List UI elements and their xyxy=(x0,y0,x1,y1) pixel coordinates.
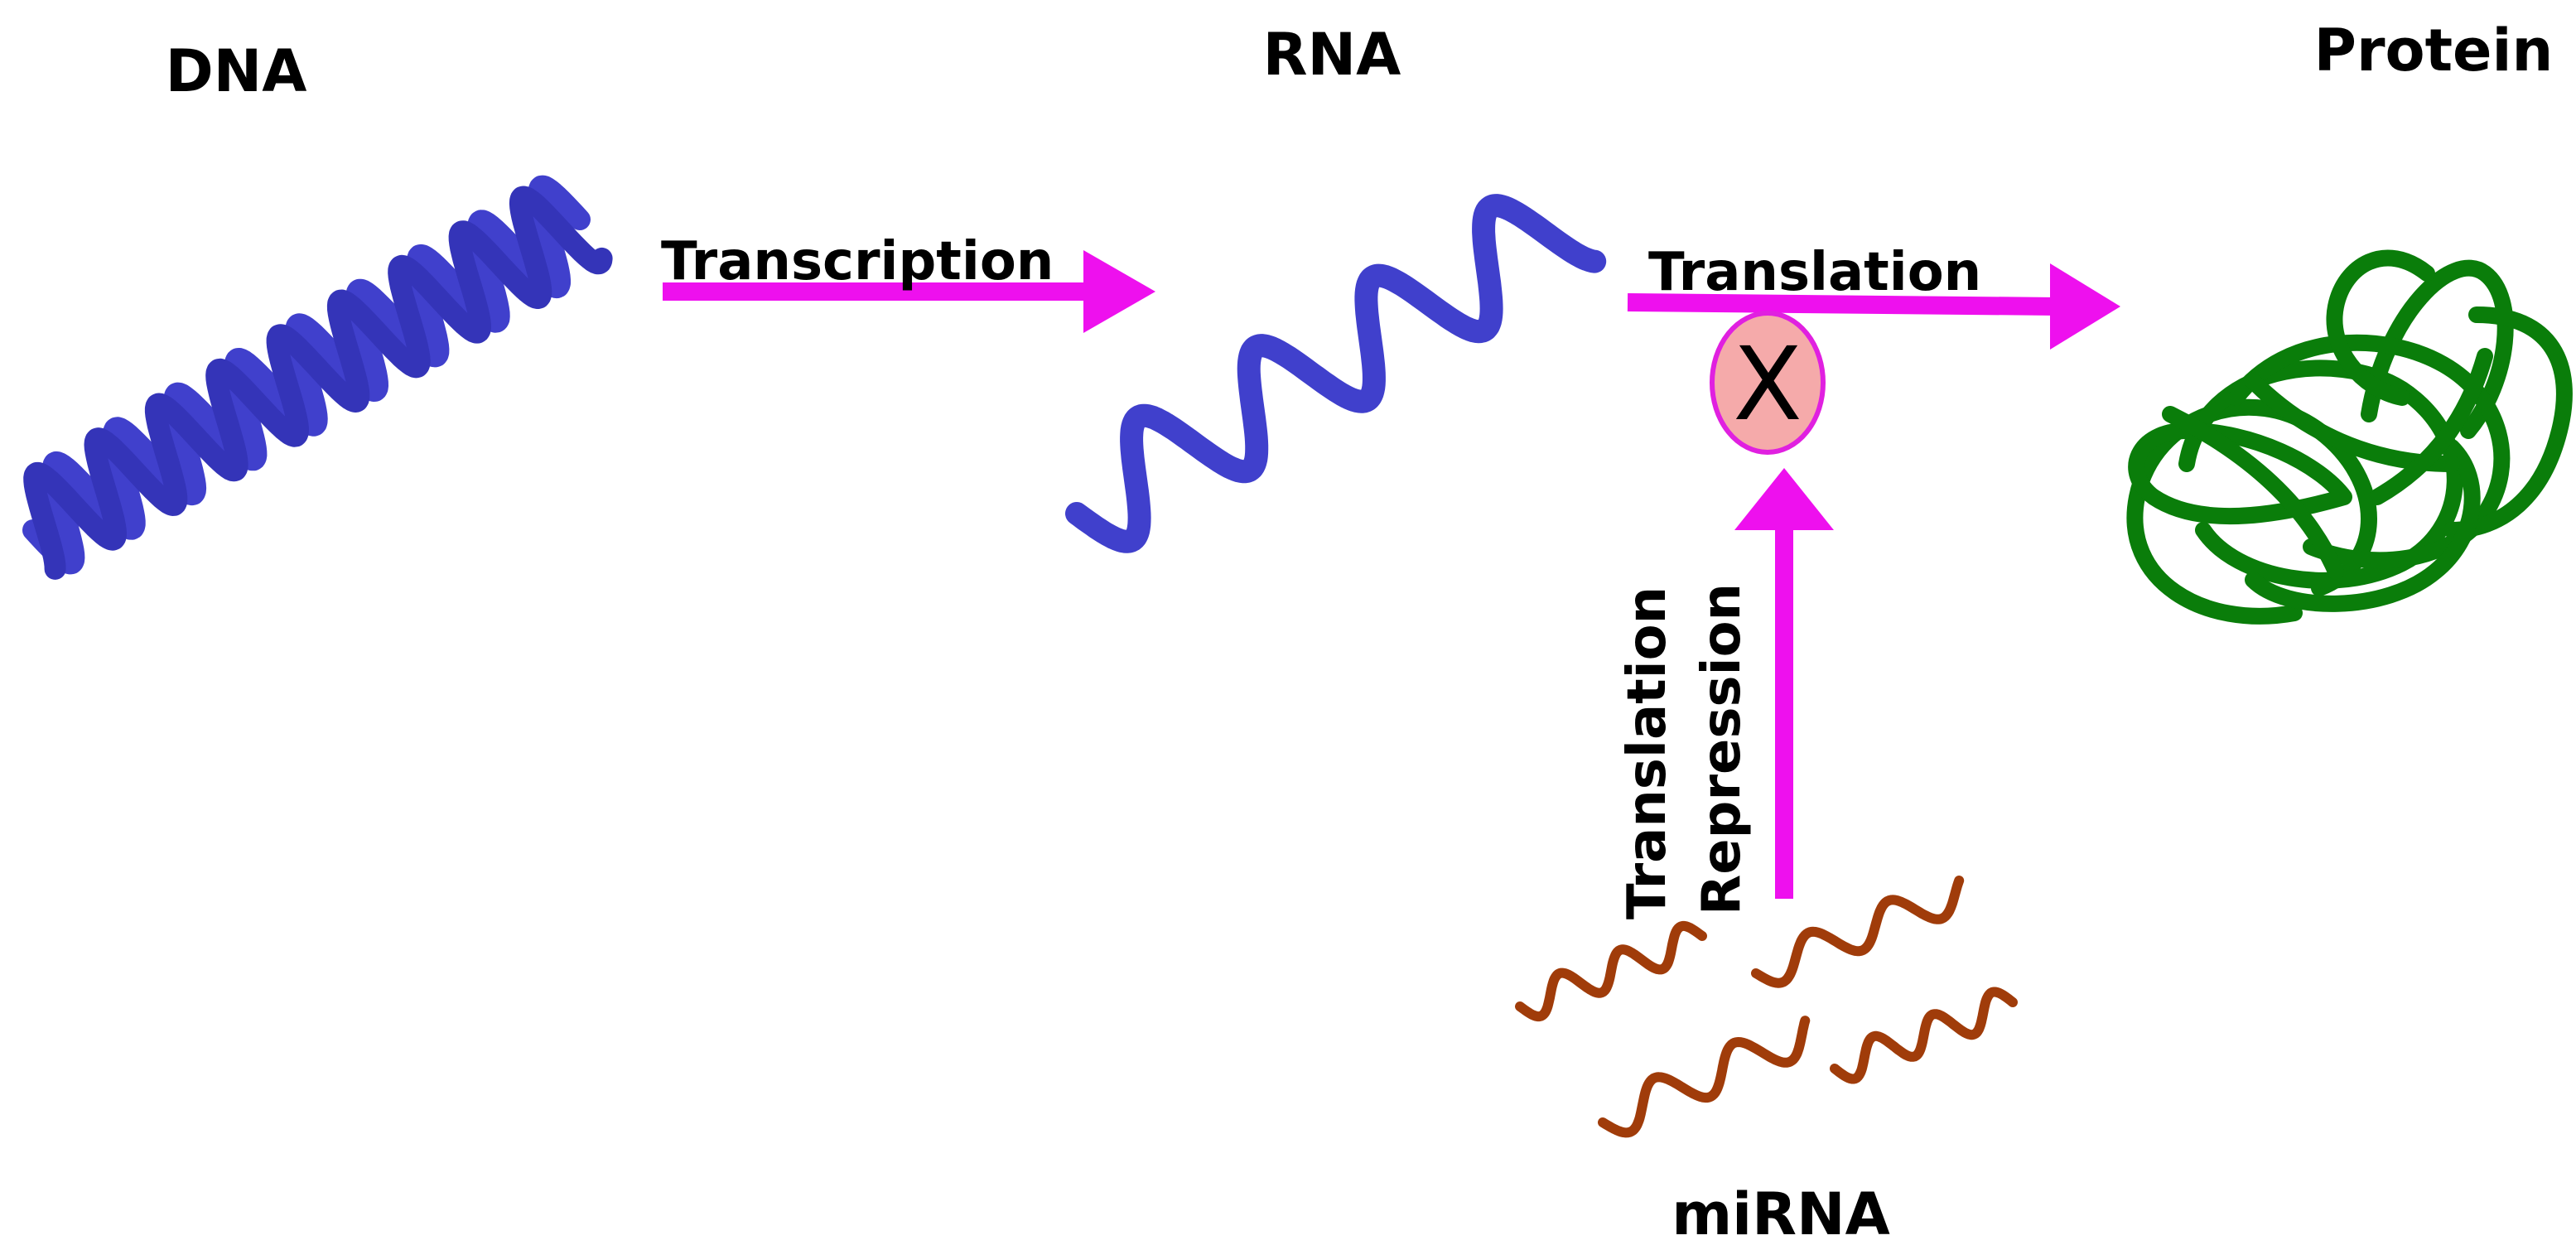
translation-arrow-head xyxy=(2050,263,2120,350)
rna-label: RNA xyxy=(1263,21,1401,89)
dna-label: DNA xyxy=(166,37,307,105)
repression-arrow xyxy=(1734,468,1834,899)
block-circle xyxy=(1710,311,1826,455)
dna-strand-b xyxy=(23,186,613,580)
repression-label-line1: Translation xyxy=(1617,586,1678,919)
translation-label: Translation xyxy=(1648,242,1981,303)
protein-coil-icon xyxy=(2126,249,2573,625)
translation-block-marker: X xyxy=(1710,311,1826,455)
dna-helix-icon xyxy=(22,175,613,580)
protein-label: Protein xyxy=(2314,17,2554,84)
block-x-icon: X xyxy=(1733,326,1802,443)
mirna-strands-icon xyxy=(1515,876,2018,1138)
transcription-arrow xyxy=(663,250,1155,333)
transcription-arrow-head xyxy=(1083,250,1155,333)
repression-label-line2: Repression xyxy=(1691,583,1753,915)
translation-arrow xyxy=(1627,263,2120,350)
transcription-label: Transcription xyxy=(661,231,1054,292)
dna-strand-a xyxy=(22,175,591,575)
mirna-label: miRNA xyxy=(1672,1180,1890,1245)
rna-strand-icon xyxy=(1065,194,1607,553)
mirna-strand xyxy=(1515,920,1707,1022)
repression-arrow-head xyxy=(1734,468,1834,530)
translation-arrow-shaft xyxy=(1627,293,2059,316)
mirna-strand xyxy=(1830,987,2018,1084)
mirna-strand xyxy=(1751,876,1965,988)
mirna-strand xyxy=(1598,1016,1811,1138)
